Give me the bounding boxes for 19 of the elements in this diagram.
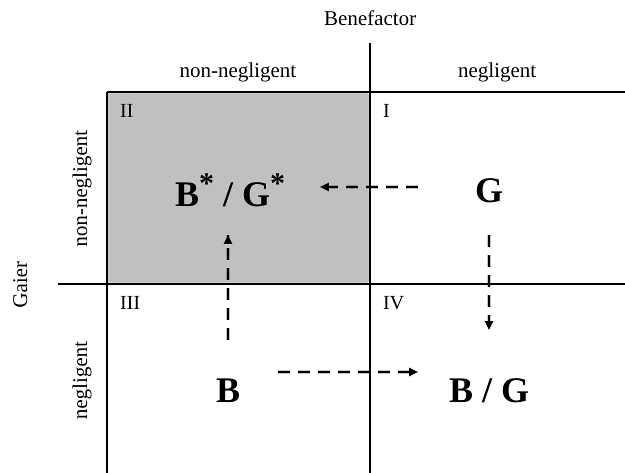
quadrant-numeral: IV [383, 292, 404, 314]
shaded-quadrant [107, 92, 370, 284]
dashed-arrow [484, 235, 494, 330]
column-header: negligent [458, 58, 536, 82]
row-header: non-negligent [68, 130, 92, 246]
quadrant-numeral: III [120, 292, 140, 314]
outcome-label: G [474, 172, 503, 208]
quadrant-numeral: I [383, 100, 390, 122]
dashed-arrow [278, 368, 418, 376]
column-header: non-negligent [180, 58, 296, 82]
row-header: negligent [68, 341, 92, 420]
outcome-label: B [216, 372, 240, 408]
dashed-arrow [320, 182, 418, 192]
axis-title: Benefactor [324, 6, 416, 30]
outcome-label: B$^{*}$ / G$^{*}$ [174, 168, 286, 212]
axis-title: Gaier [8, 260, 32, 308]
outcome-label: B / G [448, 372, 529, 408]
dashed-arrow [224, 235, 232, 340]
quadrant-numeral: II [120, 100, 134, 122]
